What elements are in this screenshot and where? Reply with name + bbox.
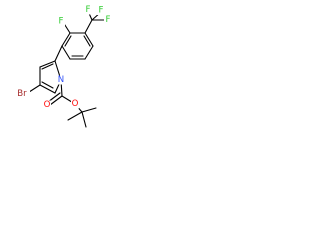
label-bg-f-top-center — [97, 6, 105, 15]
atom-f-top-center: F — [99, 6, 104, 16]
atom-o-ester: O — [72, 99, 79, 109]
bond-cf3-to-ring — [84, 19, 93, 34]
bond-benzene-1 — [84, 32, 94, 47]
bond-pyrrole-c2-c3 — [39, 60, 56, 68]
label-bg-o-carbonyl — [43, 100, 51, 110]
atom-br: Br — [17, 89, 27, 99]
chemical-structure-diagram: F F F F Br N O O — [14, 5, 112, 128]
bond-pyrrole-c4-c5-double — [41, 81, 54, 89]
label-bg-n — [57, 75, 65, 85]
bond-tbutyl-methyl-down — [81, 111, 87, 128]
atom-label-backgrounds — [14, 5, 112, 110]
bond-carbonyl-double-a — [49, 95, 63, 106]
bond-tbutyl-methyl-up — [81, 107, 97, 113]
bond-benzene-2 — [84, 45, 94, 60]
bond-pyrrole-c4-c5 — [39, 84, 56, 94]
bond-aryl-pyrrole — [54, 45, 63, 62]
atom-o-carbonyl: O — [44, 100, 51, 110]
bond-benzene-5 — [61, 32, 71, 47]
bond-tbutyl-methyl-left — [67, 111, 83, 121]
bond-benzene-double-c — [64, 35, 72, 47]
atom-f-ortho: F — [59, 17, 64, 27]
bond-benzene-4 — [61, 45, 71, 60]
label-bg-o-ester — [71, 99, 79, 109]
atom-f-top-right: F — [106, 15, 111, 25]
atom-labels: F F F F Br N O O — [17, 5, 110, 110]
label-bg-f-top-left — [84, 5, 92, 15]
atom-n: N — [58, 75, 64, 85]
bond-pyrrole-c2-c3-double — [41, 63, 54, 70]
bond-benzene-double-a — [83, 35, 91, 47]
bonds — [25, 10, 107, 128]
label-bg-f-ortho — [57, 17, 65, 26]
atom-f-top-left: F — [86, 5, 91, 15]
label-bg-br — [14, 89, 30, 99]
label-bg-f-top-right — [104, 15, 112, 25]
